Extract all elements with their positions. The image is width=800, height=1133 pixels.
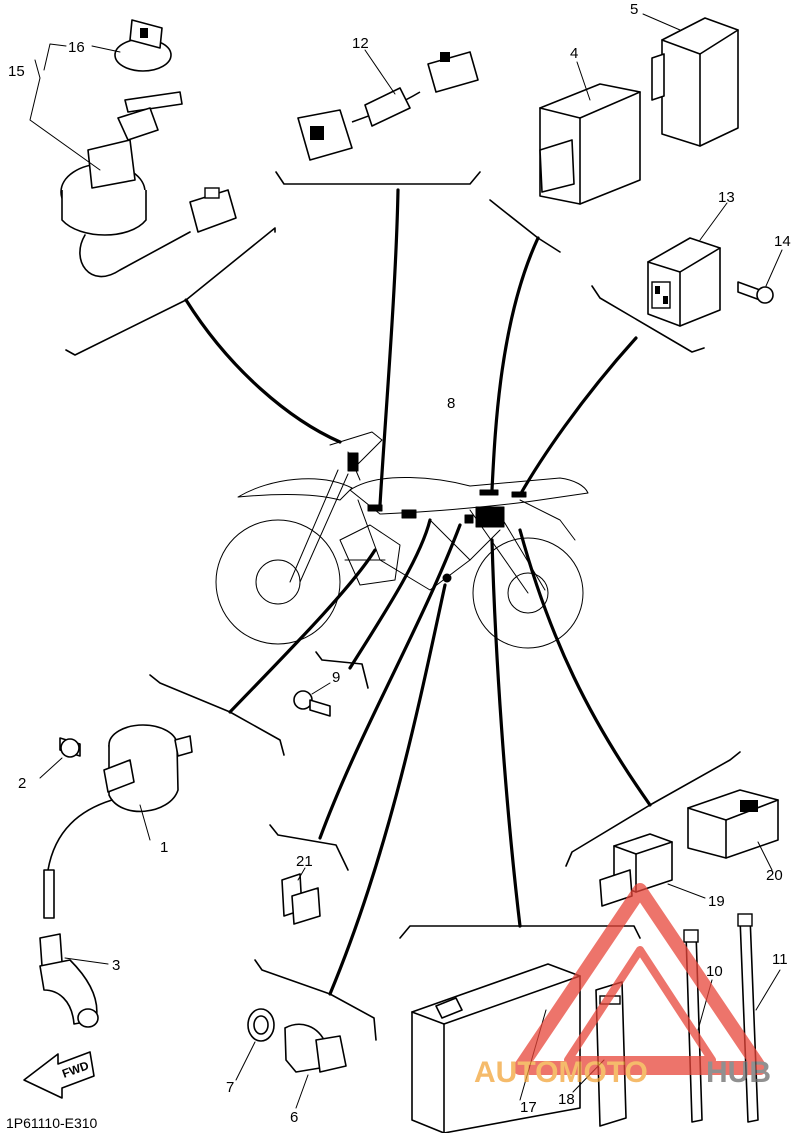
callout-7: 7 <box>226 1079 234 1096</box>
callout-2: 2 <box>18 775 26 792</box>
callout-13: 13 <box>718 189 735 206</box>
coupler-part <box>599 789 779 907</box>
forward-arrow-icon: FWD <box>23 1051 95 1099</box>
callout-17: 17 <box>520 1099 537 1116</box>
cdi-unit-part <box>539 61 641 205</box>
callout-8: 8 <box>447 395 455 412</box>
fuse-part <box>281 867 321 925</box>
brand-watermark-logo: AUTOMOTO HUB <box>474 883 771 1089</box>
callout-11: 11 <box>772 951 788 968</box>
rectifier-part <box>642 13 739 147</box>
callout-19: 19 <box>708 893 725 910</box>
callout-14: 14 <box>774 233 791 250</box>
neutral-switch-part <box>235 1008 347 1109</box>
callout-12: 12 <box>352 35 369 52</box>
callout-1: 1 <box>160 839 168 856</box>
callout-labels: 1 2 3 4 5 6 7 8 9 10 11 12 13 14 15 16 1… <box>8 1 791 1126</box>
watermark-brand-right: HUB <box>706 1056 771 1089</box>
callout-9: 9 <box>332 669 340 686</box>
ignition-coil-part <box>39 724 193 1028</box>
callout-6: 6 <box>290 1109 298 1126</box>
drawing-code: 1P61110-E310 <box>6 1115 98 1131</box>
main-switch-assembly <box>29 19 237 278</box>
callout-3: 3 <box>112 957 120 974</box>
motorcycle-outline <box>215 431 589 649</box>
callout-18: 18 <box>558 1091 575 1108</box>
watermark-brand-left: AUTOMOTO <box>474 1056 648 1089</box>
callout-16: 16 <box>68 39 85 56</box>
battery-part <box>411 913 781 1133</box>
callout-4: 4 <box>570 45 578 62</box>
callout-20: 20 <box>766 867 783 884</box>
callout-15: 15 <box>8 63 25 80</box>
relay-part <box>647 202 783 327</box>
lead-wire-part <box>297 49 479 161</box>
bolt-part <box>293 682 331 717</box>
callout-21: 21 <box>296 853 313 870</box>
leader-lines <box>65 171 741 1041</box>
callout-5: 5 <box>630 1 638 18</box>
callout-10: 10 <box>706 963 723 980</box>
